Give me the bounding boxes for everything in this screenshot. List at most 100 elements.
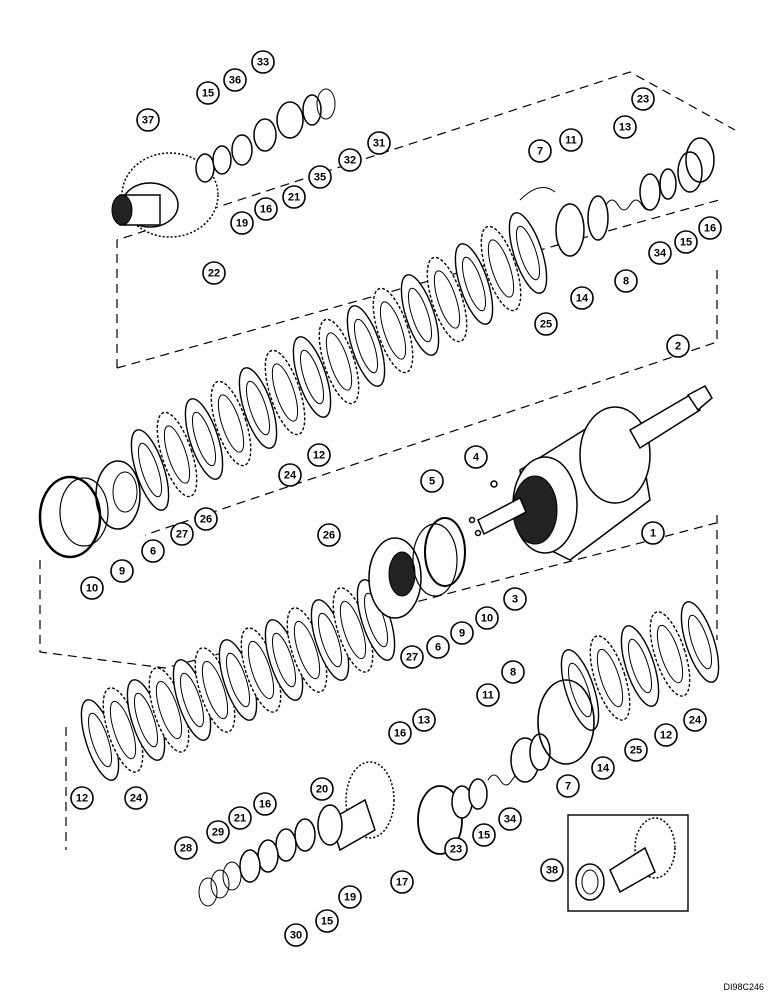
callout-number: 8 (623, 276, 629, 288)
upper-clutch-pack (123, 208, 555, 515)
callout-12: 12 (70, 786, 94, 810)
callout-number: 16 (394, 728, 406, 740)
callout-7: 7 (556, 774, 580, 798)
callout-9: 9 (110, 559, 134, 583)
callout-1: 1 (641, 521, 665, 545)
callout-8: 8 (501, 660, 525, 684)
driven-gear-22 (111, 152, 219, 238)
callout-16: 16 (254, 197, 278, 221)
callout-19: 19 (230, 211, 254, 235)
callout-number: 19 (236, 218, 248, 230)
piston-6-upper (38, 460, 141, 559)
callout-13: 13 (613, 115, 637, 139)
callout-number: 6 (150, 546, 156, 558)
callout-3: 3 (503, 587, 527, 611)
callout-31: 31 (367, 131, 391, 155)
callout-number: 24 (284, 470, 297, 482)
callout-21: 21 (228, 806, 252, 830)
callout-number: 32 (344, 155, 356, 167)
callout-15: 15 (196, 81, 220, 105)
callout-number: 12 (76, 793, 88, 805)
callout-24: 24 (278, 463, 302, 487)
callout-34: 34 (648, 241, 672, 265)
callout-number: 6 (435, 642, 441, 654)
callout-16: 16 (388, 721, 412, 745)
callout-number: 9 (119, 566, 125, 578)
callout-4: 4 (464, 445, 488, 469)
callout-2: 2 (666, 334, 690, 358)
callout-number: 27 (406, 652, 418, 664)
callout-number: 33 (257, 57, 269, 69)
callout-number: 16 (704, 223, 716, 235)
callout-number: 16 (260, 204, 272, 216)
callout-28: 28 (174, 836, 198, 860)
callout-16: 16 (253, 792, 277, 816)
gear-17 (317, 761, 395, 852)
callout-22: 22 (202, 261, 226, 285)
callout-number: 14 (576, 293, 589, 305)
callout-5: 5 (420, 469, 444, 493)
callout-34: 34 (498, 807, 522, 831)
callout-number: 5 (429, 476, 435, 488)
callout-number: 20 (316, 784, 328, 796)
callout-number: 36 (229, 75, 241, 87)
callout-26: 26 (317, 523, 341, 547)
callout-23: 23 (631, 87, 655, 111)
callout-number: 10 (481, 613, 493, 625)
callout-15: 15 (674, 230, 698, 254)
callout-6: 6 (426, 635, 450, 659)
callout-33: 33 (251, 50, 275, 74)
callout-number: 9 (459, 628, 465, 640)
callout-27: 27 (170, 522, 194, 546)
inset-part-38 (567, 814, 689, 912)
callout-29: 29 (206, 820, 230, 844)
callout-number: 26 (323, 530, 335, 542)
callout-7: 7 (528, 139, 552, 163)
callout-13: 13 (412, 708, 436, 732)
callout-number: 10 (86, 583, 98, 595)
callout-25: 25 (534, 312, 558, 336)
callout-number: 11 (565, 135, 577, 147)
clutch-housing-shaft-1 (468, 385, 713, 561)
callout-number: 15 (680, 237, 692, 249)
callout-21: 21 (282, 185, 306, 209)
callout-number: 31 (373, 138, 385, 150)
callout-16: 16 (698, 216, 722, 240)
callout-number: 13 (619, 122, 631, 134)
callout-14: 14 (570, 286, 594, 310)
callout-number: 15 (321, 916, 333, 928)
callout-10: 10 (80, 576, 104, 600)
piston-6-lower (368, 517, 466, 619)
callout-number: 23 (450, 844, 462, 856)
callout-24: 24 (124, 786, 148, 810)
callout-number: 1 (650, 528, 656, 540)
callout-6: 6 (141, 539, 165, 563)
callout-10: 10 (475, 606, 499, 630)
callout-number: 34 (654, 248, 667, 260)
callout-number: 30 (290, 930, 302, 942)
callout-number: 21 (234, 813, 246, 825)
callout-25: 25 (624, 738, 648, 762)
callout-number: 2 (675, 341, 681, 353)
callout-38: 38 (540, 858, 564, 882)
callout-30: 30 (284, 923, 308, 947)
callout-number: 22 (208, 268, 220, 280)
callout-number: 13 (418, 715, 430, 727)
callout-32: 32 (338, 148, 362, 172)
callout-number: 12 (660, 730, 672, 742)
upper-assembly-frame (116, 71, 736, 369)
callout-35: 35 (308, 165, 332, 189)
callout-number: 25 (540, 319, 552, 331)
callout-labels: 1234569102726241225148711132334151622371… (70, 50, 722, 947)
lower-spring-stack (417, 679, 595, 855)
callout-number: 16 (259, 799, 271, 811)
callout-number: 11 (482, 690, 494, 702)
callout-14: 14 (591, 756, 615, 780)
callout-number: 24 (689, 715, 702, 727)
callout-12: 12 (654, 723, 678, 747)
callout-number: 26 (200, 514, 212, 526)
callout-number: 24 (130, 793, 143, 805)
callout-number: 7 (537, 146, 543, 158)
drawing-code: DI98C246 (723, 982, 764, 992)
